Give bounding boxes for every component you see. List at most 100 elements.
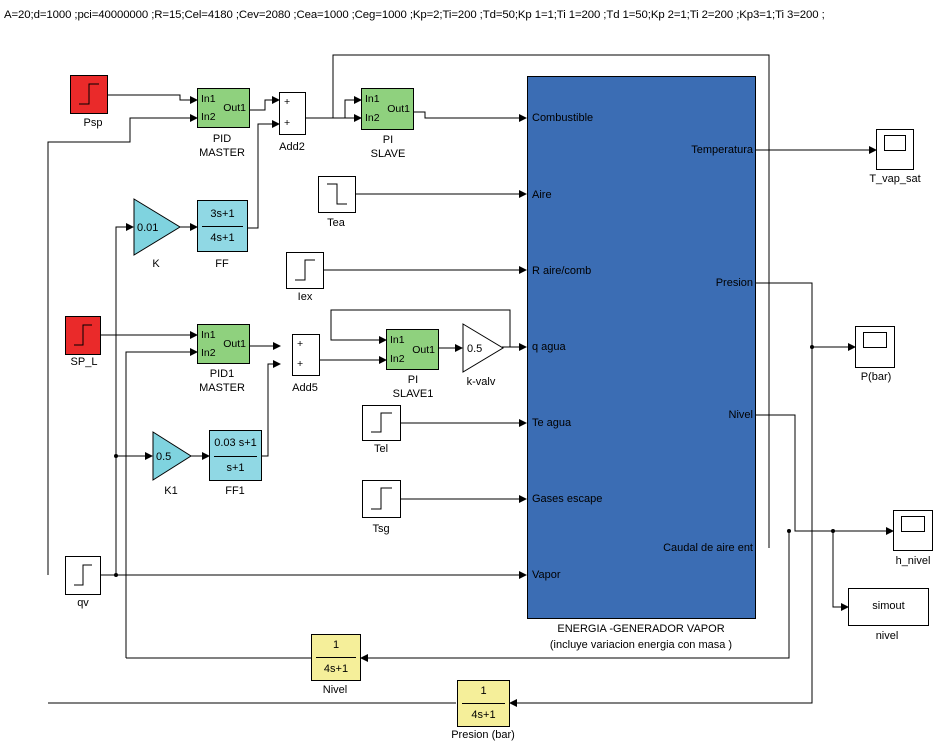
output-port-temperatura: Temperatura [691, 144, 753, 156]
k1-gain-block[interactable]: 0.5 [152, 431, 192, 481]
pi-slave-label1: PI [382, 134, 394, 146]
presion-den: 4s+1 [471, 709, 496, 721]
k-gain-block[interactable]: 0.01 [133, 198, 181, 256]
t-vap-sat-label: T_vap_sat [869, 173, 921, 185]
presion-tf-label: Presion (bar) [451, 729, 515, 741]
t-vap-sat-scope[interactable] [876, 129, 914, 170]
p-bar-scope[interactable] [855, 326, 895, 368]
out1-port: Out1 [223, 102, 246, 114]
in2-port: In2 [201, 111, 216, 123]
generador-vapor-block[interactable]: Combustible Aire R aire/comb q agua Te a… [527, 76, 756, 619]
sp-l-label: SP_L [70, 356, 98, 368]
add2-label: Add2 [279, 141, 305, 153]
scope-icon [884, 135, 906, 151]
simout-block[interactable]: simout [848, 588, 929, 626]
pi-slave-label2: SLAVE [370, 148, 406, 160]
scope-icon [863, 332, 887, 348]
pid1-master-label1: PID1 [209, 368, 235, 380]
in2-port: In2 [390, 353, 405, 365]
in1-port: In1 [365, 93, 380, 105]
k1-label: K1 [164, 485, 178, 497]
tsg-step-block[interactable] [362, 480, 401, 518]
ff1-block[interactable]: 0.03 s+1 s+1 [209, 430, 262, 481]
step-icon [371, 412, 392, 433]
pid-master-label2: MASTER [199, 147, 245, 159]
out1-port: Out1 [387, 103, 410, 115]
input-port-vapor: Vapor [532, 569, 561, 581]
sp-l-step-block[interactable] [65, 316, 101, 355]
kvalv-value: 0.5 [467, 343, 482, 355]
add5-label: Add5 [292, 382, 318, 394]
input-port-r-aire-comb: R aire/comb [532, 265, 592, 277]
k-label: K [152, 258, 160, 270]
input-port-gases-escape: Gases escape [532, 493, 603, 505]
ff1-num: 0.03 s+1 [214, 437, 257, 449]
nivel-tf-label: Nivel [322, 684, 348, 696]
h-nivel-scope[interactable] [893, 510, 933, 551]
ff1-den: s+1 [226, 462, 245, 474]
k-value: 0.01 [137, 222, 158, 234]
add5-block[interactable]: + + [292, 334, 320, 376]
input-port-q-agua: q agua [532, 341, 566, 353]
step-icon [371, 487, 392, 510]
input-port-aire: Aire [532, 189, 552, 201]
parameter-text: A=20;d=1000 ;pci=40000000 ;R=15;Cel=4180… [4, 9, 825, 21]
simout-text: simout [872, 600, 905, 612]
in1-port: In1 [390, 334, 405, 346]
step-icon [74, 324, 92, 346]
pid-master-block[interactable]: In1 In2 Out1 [197, 88, 250, 128]
ff1-label: FF1 [225, 485, 245, 497]
nivel-den: 4s+1 [323, 663, 349, 675]
out1-port: Out1 [412, 344, 435, 356]
in1-port: In1 [201, 93, 216, 105]
input-port-te-agua: Te agua [532, 417, 572, 429]
iex-step-block[interactable] [286, 252, 324, 289]
step-icon [74, 564, 92, 586]
output-port-caudal-aire: Caudal de aire ent [663, 542, 753, 554]
simout-label: nivel [875, 630, 899, 642]
in2-port: In2 [365, 112, 380, 124]
p-bar-label: P(bar) [860, 371, 892, 383]
qv-step-block[interactable] [65, 556, 101, 595]
nivel-tf-block[interactable]: 1 4s+1 [311, 634, 361, 681]
ff-block[interactable]: 3s+1 4s+1 [197, 200, 248, 252]
presion-tf-block[interactable]: 1 4s+1 [457, 680, 510, 727]
psp-step-block[interactable] [70, 75, 108, 114]
pi-slave1-label2: SLAVE1 [392, 388, 434, 400]
step-icon [327, 183, 347, 205]
out1-port: Out1 [223, 338, 246, 350]
ff-den: 4s+1 [210, 232, 235, 244]
kvalv-gain-block[interactable]: 0.5 [462, 323, 504, 373]
k1-value: 0.5 [156, 451, 171, 463]
in1-port: In1 [201, 329, 216, 341]
ff-label: FF [215, 258, 229, 270]
step-icon [79, 83, 99, 105]
add2-block[interactable]: + + [279, 92, 306, 135]
plant-title: ENERGIA -GENERADOR VAPOR [557, 623, 725, 635]
output-port-presion: Presion [715, 277, 753, 289]
psp-label: Psp [83, 117, 103, 129]
plus-sign: + [297, 338, 304, 350]
output-port-nivel: Nivel [728, 409, 753, 421]
kvalv-label: k-valv [466, 376, 496, 388]
pid1-master-block[interactable]: In1 In2 Out1 [197, 324, 250, 364]
iex-label: Iex [297, 291, 313, 303]
plus-sign: + [284, 96, 291, 108]
pi-slave1-block[interactable]: In1 In2 Out1 [386, 329, 439, 370]
step-icon [295, 259, 315, 281]
tel-step-block[interactable] [362, 405, 401, 441]
scope-icon [901, 516, 925, 532]
presion-num: 1 [480, 685, 487, 697]
plant-subtitle: (incluye variacion energia con masa ) [549, 639, 733, 651]
tsg-label: Tsg [372, 523, 390, 535]
input-port-combustible: Combustible [532, 112, 594, 124]
pi-slave-block[interactable]: In1 In2 Out1 [361, 88, 414, 130]
tea-label: Tea [327, 217, 345, 229]
pid-master-label1: PID [212, 133, 232, 145]
plus-sign: + [297, 358, 304, 370]
tea-step-block[interactable] [318, 176, 356, 213]
in2-port: In2 [201, 347, 216, 359]
qv-label: qv [77, 597, 89, 609]
nivel-num: 1 [332, 639, 340, 651]
